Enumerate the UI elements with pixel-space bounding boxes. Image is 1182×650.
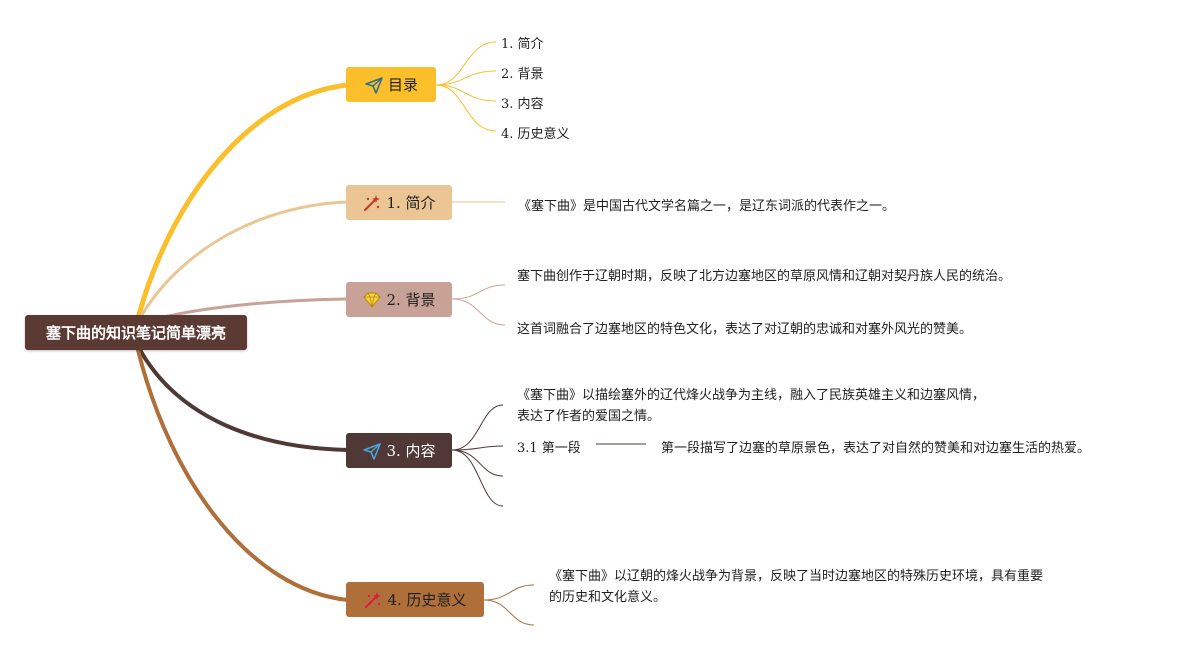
branch-mulu[interactable]: 目录 (346, 67, 436, 102)
sparkle-wand-icon (362, 193, 382, 213)
branch-label: 1. 简介 (386, 194, 436, 212)
toc-item[interactable]: 3. 内容 (501, 97, 544, 112)
branch-label: 4. 历史意义 (387, 591, 467, 609)
link-root-jianjie (138, 200, 350, 320)
root-title: 塞下曲的知识笔记简单漂亮 (45, 324, 226, 342)
link-root-beijing (158, 297, 350, 320)
section-first-paragraph[interactable]: 3.1 第一段 (517, 441, 581, 456)
content-text[interactable]: 《塞下曲》以描绘塞外的辽代烽火战争为主线，融入了民族英雄主义和边塞风情，表达了作… (517, 388, 986, 424)
branch-lishi-yiyi[interactable]: 4. 历史意义 (346, 582, 484, 617)
link-root-lishi (136, 348, 350, 602)
branch-label: 目录 (387, 76, 418, 94)
branch-label: 2. 背景 (386, 291, 436, 309)
root-topic[interactable]: 塞下曲的知识笔记简单漂亮 (25, 315, 247, 350)
toc-item[interactable]: 1. 简介 (501, 37, 544, 52)
branch-neirong[interactable]: 3. 内容 (346, 433, 452, 468)
background-text[interactable]: 塞下曲创作于辽朝时期，反映了北方边塞地区的草原风情和辽朝对契丹族人民的统治。 (517, 269, 1012, 284)
significance-text[interactable]: 《塞下曲》以辽朝的烽火战争为背景，反映了当时边塞地区的特殊历史环境，具有重要的历… (549, 569, 1044, 605)
paper-plane-icon (364, 75, 384, 95)
link-root-mulu (135, 82, 351, 321)
background-text[interactable]: 这首词融合了边塞地区的特色文化，表达了对辽朝的忠诚和对塞外风光的赞美。 (517, 322, 973, 337)
diamond-icon (362, 290, 382, 310)
branch-beijing[interactable]: 2. 背景 (346, 282, 452, 317)
sparkle-wand-icon (363, 590, 383, 610)
intro-text[interactable]: 《塞下曲》是中国古代文学名篇之一，是辽东词派的代表作之一。 (518, 199, 896, 214)
toc-item[interactable]: 2. 背景 (501, 67, 544, 82)
branch-label: 3. 内容 (386, 442, 436, 460)
paper-plane-icon (362, 441, 382, 461)
toc-item[interactable]: 4. 历史意义 (501, 127, 570, 142)
first-paragraph-text[interactable]: 第一段描写了边塞的草原景色，表达了对自然的赞美和对边塞生活的热爱。 (661, 441, 1091, 456)
branch-jianjie[interactable]: 1. 简介 (346, 185, 452, 220)
link-root-neirong (138, 348, 350, 452)
